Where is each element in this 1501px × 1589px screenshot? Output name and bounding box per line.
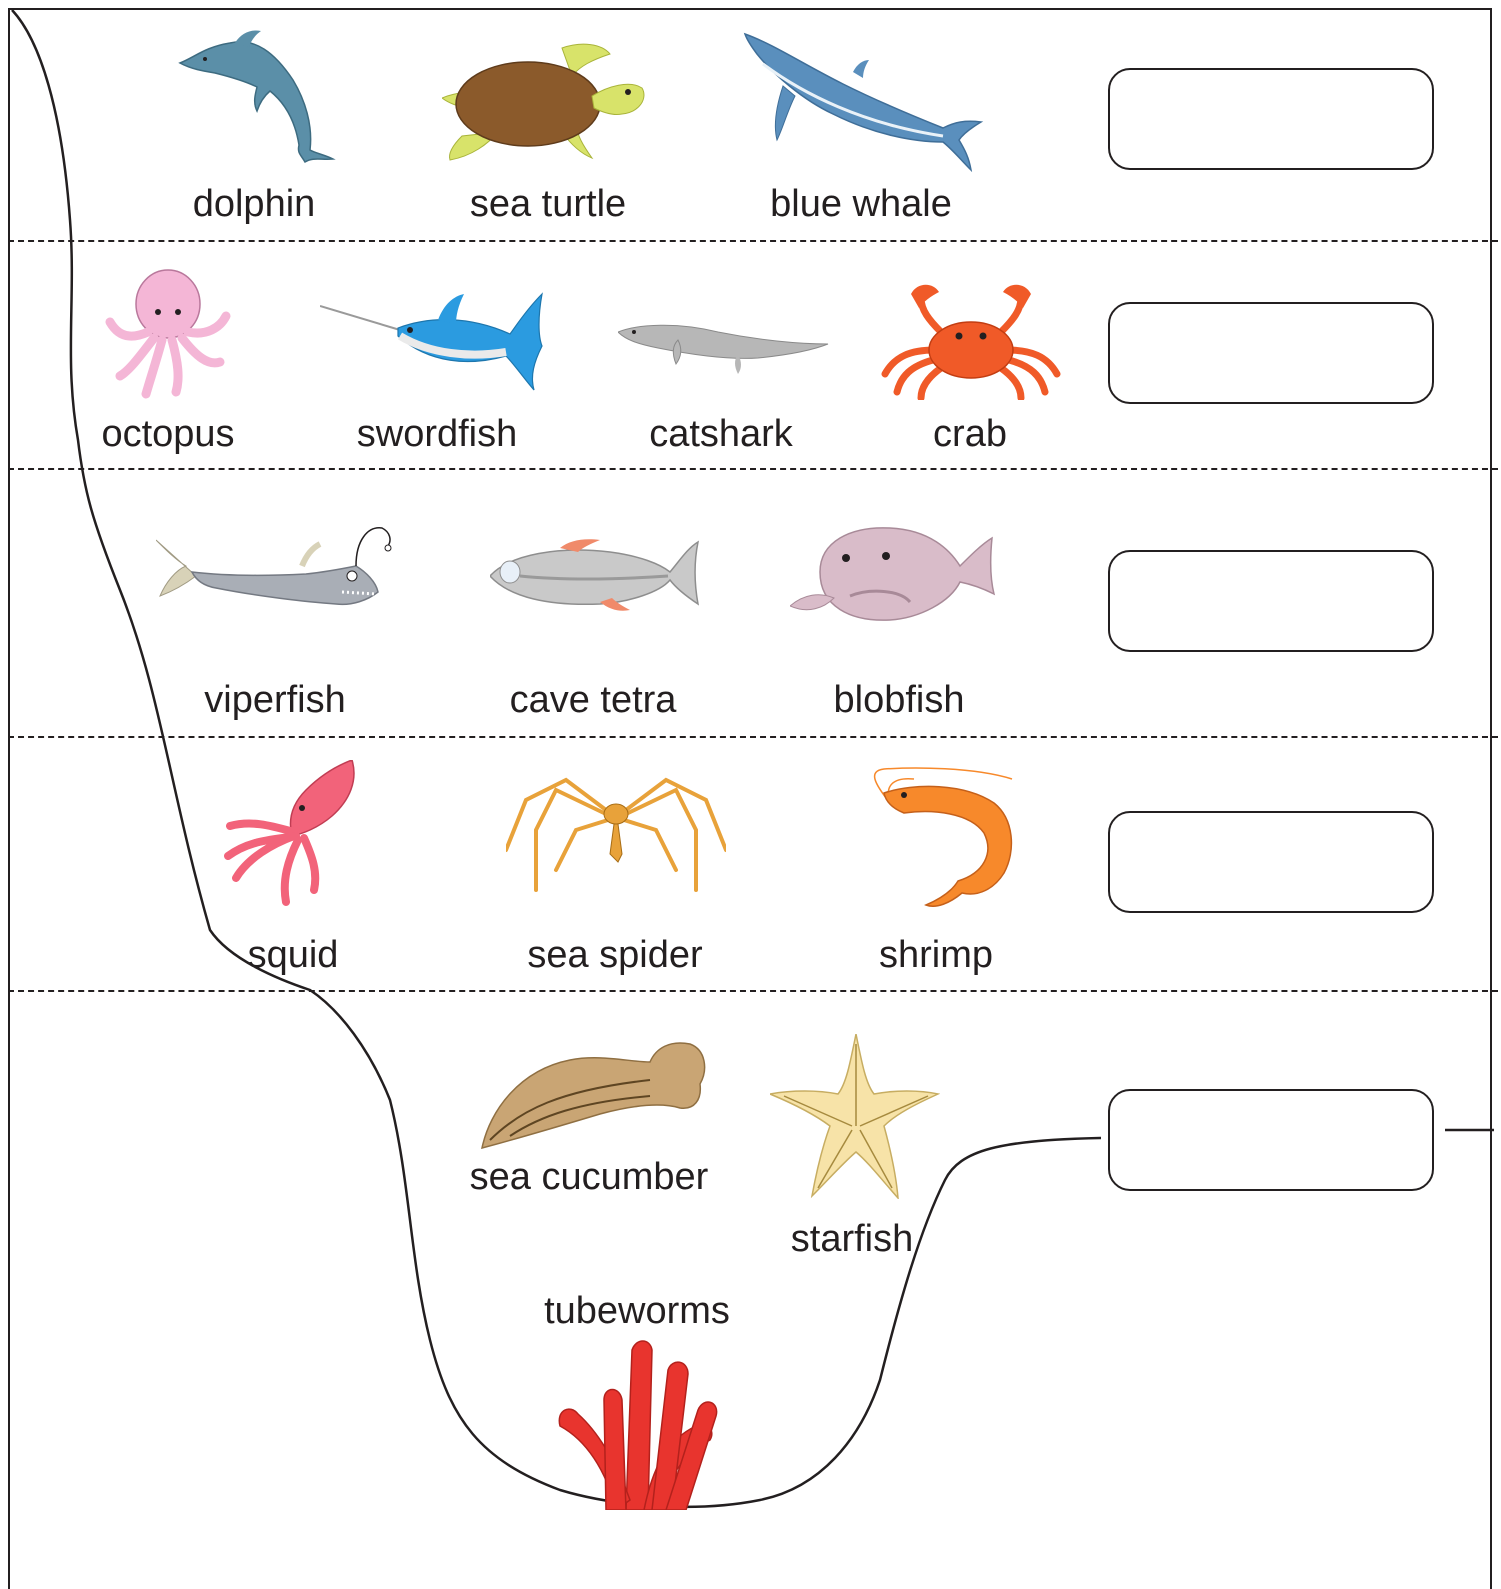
sea-cucumber-icon xyxy=(480,1040,710,1150)
crab-icon xyxy=(881,280,1061,400)
animal-label: swordfish xyxy=(357,415,518,453)
dolphin-icon xyxy=(175,25,345,165)
shrimp-icon xyxy=(854,763,1024,908)
animal-label: crab xyxy=(933,415,1007,453)
tubeworms-icon xyxy=(556,1330,726,1510)
animal-label: viperfish xyxy=(204,681,346,719)
answer-box-zone-2[interactable] xyxy=(1108,302,1434,404)
answer-box-zone-1[interactable] xyxy=(1108,68,1434,170)
zone-divider-4 xyxy=(8,990,1498,992)
cave-tetra-icon xyxy=(490,536,700,616)
animal-label: blobfish xyxy=(834,681,965,719)
zone-divider-3 xyxy=(8,736,1498,738)
animal-label: shrimp xyxy=(879,936,993,974)
starfish-icon xyxy=(770,1034,940,1199)
blue-whale-icon xyxy=(743,24,993,174)
zone-divider-2 xyxy=(8,468,1498,470)
octopus-icon xyxy=(100,266,240,401)
zone-divider-1 xyxy=(8,240,1498,242)
animal-label: sea turtle xyxy=(470,185,626,223)
animal-label: sea cucumber xyxy=(470,1158,709,1196)
animal-label: catshark xyxy=(649,415,793,453)
animal-label: sea spider xyxy=(527,936,702,974)
animal-label: starfish xyxy=(791,1220,913,1258)
sea-turtle-icon xyxy=(442,36,652,166)
animal-label: tubeworms xyxy=(544,1292,730,1330)
answer-box-zone-3[interactable] xyxy=(1108,550,1434,652)
answer-box-zone-5[interactable] xyxy=(1108,1089,1434,1191)
blobfish-icon xyxy=(790,522,1000,622)
animal-label: dolphin xyxy=(193,185,316,223)
animal-label: squid xyxy=(248,936,339,974)
swordfish-icon xyxy=(320,286,560,396)
animal-label: blue whale xyxy=(770,185,952,223)
viperfish-icon xyxy=(156,520,396,620)
squid-icon xyxy=(222,760,362,910)
catshark-icon xyxy=(618,318,833,378)
animal-label: cave tetra xyxy=(510,681,677,719)
sea-spider-icon xyxy=(506,770,726,900)
answer-box-zone-4[interactable] xyxy=(1108,811,1434,913)
animal-label: octopus xyxy=(101,415,234,453)
